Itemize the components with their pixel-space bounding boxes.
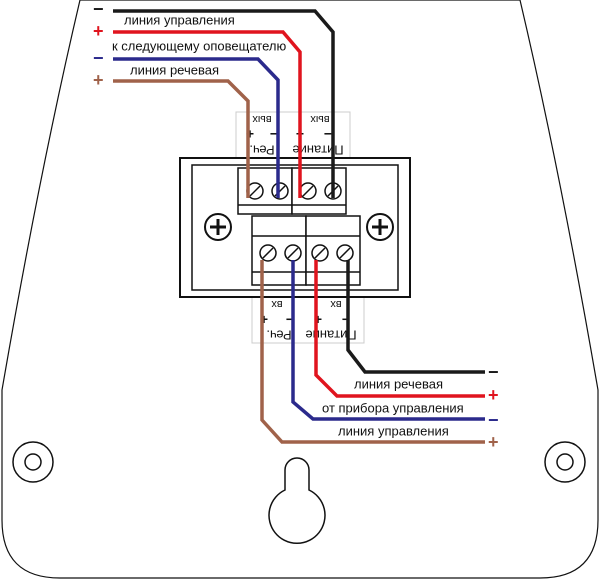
label-speech-line-bottom: линия речевая [354, 377, 443, 392]
sign-minus-top-1: − [93, 0, 104, 19]
wire-black-bottom [346, 260, 485, 374]
terminal-block-inner [191, 164, 399, 291]
wire-red-bottom [314, 260, 485, 398]
mounting-hole-right [544, 441, 586, 483]
sign-plus-bottom-2: + [488, 432, 499, 452]
sign-minus-top-2: − [93, 48, 104, 68]
label-speech-line-top: линия речевая [130, 63, 219, 78]
bottom-label-box [251, 296, 365, 344]
label-from-panel: от прибора управления [322, 401, 464, 416]
sign-plus-top-1: + [93, 21, 104, 41]
pin-plus: + [314, 311, 322, 327]
label-next-sounder: к следующему оповещателю [112, 39, 286, 54]
sign-minus-bottom-2: − [488, 410, 499, 430]
pin-minus: − [270, 126, 278, 142]
label-control-line-bottom: линия управления [338, 424, 449, 439]
mount-screw-left-icon [204, 213, 232, 241]
wire-black-top [113, 9, 335, 198]
label-power-bottom: Питание [305, 328, 356, 343]
wire-brown-top [113, 79, 250, 198]
label-control-line-top: линия управления [124, 13, 235, 28]
mounting-hole-left [12, 441, 54, 483]
keyhole-icon [268, 457, 326, 544]
sign-plus-bottom-1: + [488, 385, 499, 405]
sign-plus-top-2: + [93, 70, 104, 90]
pin-minus: − [324, 126, 332, 142]
wire-blue-bottom [291, 260, 485, 421]
sign-minus-bottom-1: − [488, 362, 499, 382]
label-in-speech: вх [271, 298, 283, 310]
label-speech-top: Реч. [249, 143, 274, 158]
pin-plus: + [260, 311, 268, 327]
terminal-out [237, 167, 347, 215]
label-out-speech: вых [252, 113, 272, 125]
terminal-in [251, 215, 361, 286]
label-in-power: вх [330, 298, 342, 310]
mount-screw-right-icon [366, 213, 394, 241]
label-power-top: Питание [292, 143, 343, 158]
label-out-power: вых [310, 113, 330, 125]
pin-minus: − [286, 311, 294, 327]
pin-minus: − [342, 311, 350, 327]
wire-brown-bottom [260, 260, 485, 444]
wire-blue-top [113, 57, 280, 198]
wire-red-top [113, 30, 302, 198]
label-speech-bottom: Реч. [266, 328, 291, 343]
pin-plus: + [246, 126, 254, 142]
